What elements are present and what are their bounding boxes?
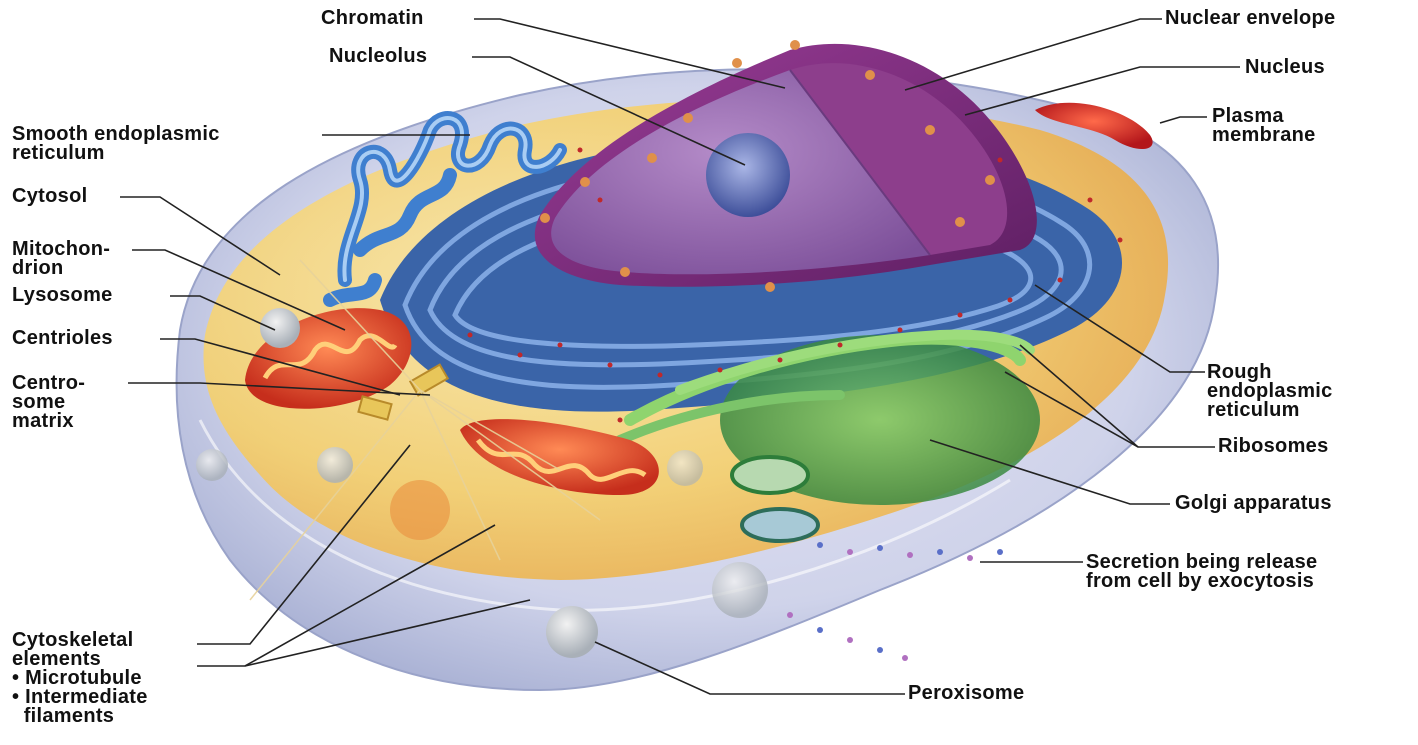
label-ribosomes: Ribosomes xyxy=(1218,437,1329,456)
label-centrioles: Centrioles xyxy=(12,329,113,348)
label-chromatin: Chromatin xyxy=(321,9,424,28)
lysosome xyxy=(260,308,300,348)
label-nucleolus: Nucleolus xyxy=(329,47,427,66)
label-lysosome: Lysosome xyxy=(12,286,113,305)
peroxisome xyxy=(546,606,598,658)
cell-diagram: Chromatin Nucleolus Nuclear envelope Nuc… xyxy=(0,0,1418,703)
label-peroxisome: Peroxisome xyxy=(908,684,1024,703)
nucleus xyxy=(535,40,1037,292)
label-nucleus: Nucleus xyxy=(1245,58,1325,77)
label-nuclear-envelope: Nuclear envelope xyxy=(1165,9,1335,28)
label-golgi-apparatus: Golgi apparatus xyxy=(1175,494,1332,513)
cell-illustration xyxy=(0,0,1418,703)
nucleolus xyxy=(706,133,790,217)
label-mitochondrion: Mitochon-drion xyxy=(12,240,110,278)
label-cytosol: Cytosol xyxy=(12,187,87,206)
